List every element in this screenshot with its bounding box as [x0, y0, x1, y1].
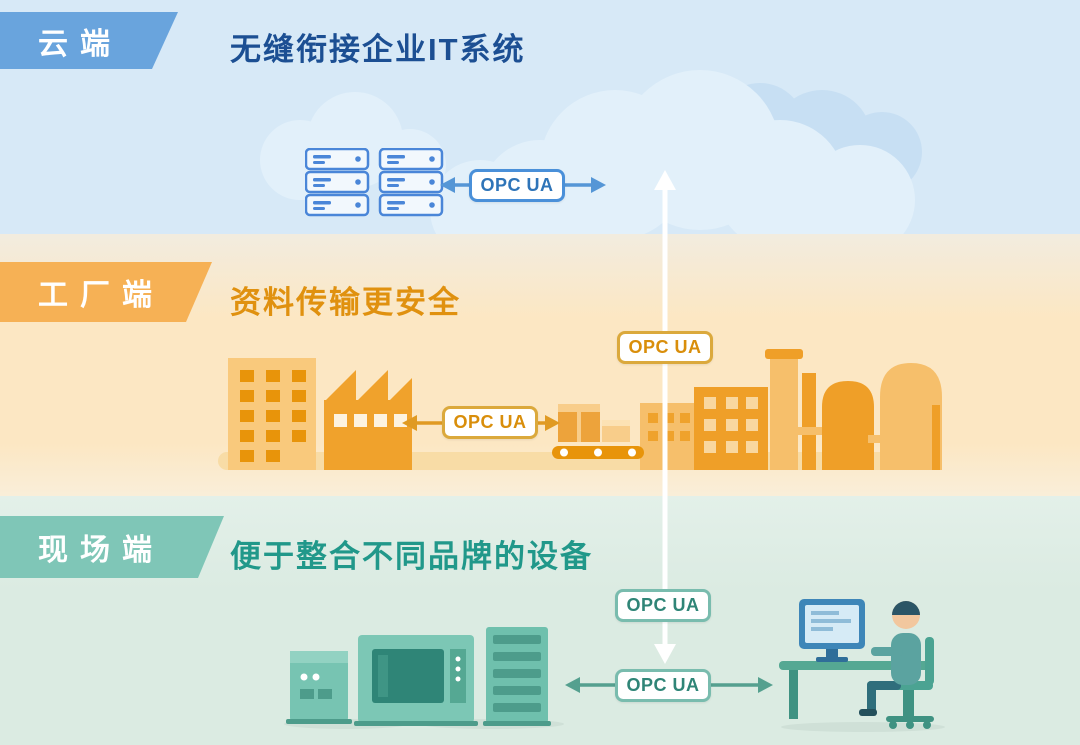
conveyor-boxes-icon [552, 404, 644, 459]
opc-ua-badge-field-uplink: OPC UA [615, 589, 711, 622]
monitor-icon [799, 599, 865, 662]
field-equipment-icon [284, 627, 564, 729]
factory-title: 资料传输更安全 [230, 285, 461, 320]
industrial-skyline-icon [640, 349, 942, 470]
plc-cabinet-icon [483, 627, 551, 726]
person-icon [859, 601, 921, 716]
office-building-icon [228, 358, 412, 470]
field-title: 便于整合不同品牌的设备 [230, 539, 593, 574]
opc-ua-badge-factory: OPC UA [442, 406, 538, 439]
factory-banner: 工厂端 [0, 262, 212, 322]
factory-icon [324, 370, 412, 470]
server-rack-icon [305, 148, 444, 217]
cloud-banner: 云端 [0, 12, 178, 69]
cloud-to-field-vertical-arrow [654, 170, 676, 664]
machine-icon [354, 635, 478, 726]
operator-workstation-icon [779, 599, 945, 732]
cloud-banner-label: 云端 [38, 27, 122, 61]
cloud-title: 无缝衔接企业IT系统 [230, 32, 526, 67]
field-banner: 现场端 [0, 516, 224, 578]
control-cabinet-icon [286, 651, 352, 724]
field-banner-label: 现场端 [38, 534, 164, 567]
opc-ua-badge-cloud: OPC UA [469, 169, 565, 202]
opc-ua-badge-field: OPC UA [615, 669, 711, 702]
opc-ua-badge-factory-uplink: OPC UA [617, 331, 713, 364]
factory-banner-label: 工厂端 [38, 279, 164, 312]
